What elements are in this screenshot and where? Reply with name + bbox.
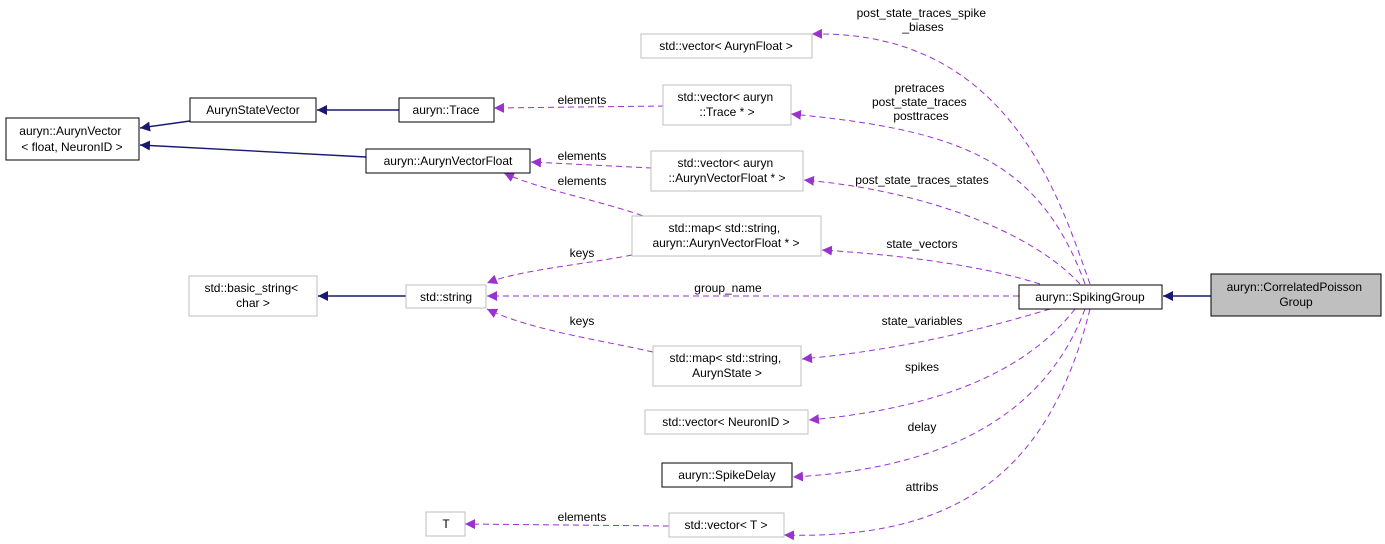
label-attribs: attribs: [906, 480, 939, 494]
edge-vec-t-to-t: [464, 519, 670, 530]
svg-text:auryn::Trace: auryn::Trace: [413, 103, 480, 117]
svg-text:std::map< std::string, a: std::map< std::string, auryn::AurynVecto…: [652, 221, 799, 250]
edge-map-state-to-string: [486, 308, 654, 353]
label-group-name: group_name: [694, 281, 762, 295]
label-post-state-traces-states: post_state_traces_states: [855, 173, 988, 187]
label-delay: delay: [908, 420, 937, 434]
edge-vec-avf-to-avf: [530, 157, 653, 169]
label-elements-map: elements: [558, 174, 607, 188]
node-map-auryn-vector-float: std::map< std::string, auryn::AurynVecto…: [631, 215, 822, 257]
label-state-vectors: state_vectors: [886, 237, 957, 251]
svg-text:AurynStateVector: AurynStateVector: [206, 103, 299, 117]
node-spike-delay[interactable]: auryn::SpikeDelay: [661, 462, 793, 488]
label-elements-t: elements: [558, 510, 607, 524]
svg-text:std::vector< NeuronID >: std::vector< NeuronID >: [662, 415, 789, 429]
edge-vec-trace-to-trace: [493, 102, 665, 113]
svg-text:std::string: std::string: [420, 290, 472, 304]
label-pretraces: pretraces post_state_traces posttraces: [872, 81, 970, 123]
node-vector-auryn-float: std::vector< AurynFloat >: [640, 33, 813, 59]
label-post-state-traces-spike-biases: post_state_traces_spike _biases: [857, 6, 990, 34]
label-elements-trace: elements: [558, 93, 607, 107]
node-trace[interactable]: auryn::Trace: [398, 97, 495, 123]
edge-spiking-to-spike-delay: [792, 308, 1086, 482]
node-basic-string: std::basic_string< char >: [188, 275, 318, 317]
svg-text:auryn::CorrelatedPoisson: auryn::CorrelatedPoisson Group: [1227, 280, 1366, 309]
svg-text:T: T: [442, 517, 450, 531]
label-keys-map-state: keys: [570, 314, 595, 328]
edge-spiking-to-vec-avf: [803, 175, 1081, 285]
edge-state-vector-to-auryn-vector: [139, 120, 191, 132]
label-spikes: spikes: [905, 360, 939, 374]
edge-spiking-to-vec-float: [811, 28, 1091, 285]
svg-text:std::basic_string< char: std::basic_string< char >: [204, 281, 301, 310]
node-t: T: [425, 511, 466, 537]
node-spiking-group[interactable]: auryn::SpikingGroup: [1018, 284, 1163, 310]
label-state-variables: state_variables: [882, 314, 963, 328]
svg-text:auryn::SpikeDelay: auryn::SpikeDelay: [678, 468, 775, 482]
svg-text:std::vector< T >: std::vector< T >: [685, 518, 768, 532]
node-correlated-poisson-group: auryn::CorrelatedPoisson Group: [1210, 273, 1382, 317]
svg-text:std::vector< auryn ::Aur: std::vector< auryn ::AurynVectorFloat * …: [668, 156, 785, 185]
node-auryn-vector-float[interactable]: auryn::AurynVectorFloat: [365, 148, 531, 174]
edge-map-avf-to-string: [486, 254, 633, 284]
svg-text:auryn::AurynVectorFloat: auryn::AurynVectorFloat: [384, 154, 513, 168]
node-std-string: std::string: [405, 284, 487, 309]
edge-spiking-to-vec-neuron: [808, 308, 1076, 425]
svg-text:std::vector< auryn ::Tra: std::vector< auryn ::Trace * >: [677, 90, 776, 119]
label-elements-avf: elements: [558, 149, 607, 163]
node-auryn-state-vector[interactable]: AurynStateVector: [189, 97, 317, 123]
edge-spiking-to-map-avf: [821, 245, 1041, 285]
node-vector-neuron-id: std::vector< NeuronID >: [644, 409, 809, 435]
svg-text:auryn::AurynVector < flo: auryn::AurynVector < float, NeuronID >: [19, 124, 124, 154]
node-auryn-vector[interactable]: auryn::AurynVector < float, NeuronID >: [5, 117, 140, 161]
node-vector-t: std::vector< T >: [668, 512, 785, 538]
node-vector-trace: std::vector< auryn ::Trace * >: [662, 84, 792, 126]
svg-text:std::vector< AurynFloat >: std::vector< AurynFloat >: [659, 39, 792, 53]
edge-spiking-to-vec-t: [783, 308, 1091, 541]
edge-avf-to-auryn-vector: [139, 140, 367, 158]
svg-text:std::map< std::string, A: std::map< std::string, AurynState >: [669, 351, 784, 380]
svg-text:auryn::SpikingGroup: auryn::SpikingGroup: [1035, 290, 1145, 304]
edge-map-avf-to-avf: [503, 172, 653, 220]
node-map-auryn-state: std::map< std::string, AurynState >: [652, 345, 802, 387]
edge-spiking-to-vec-trace: [790, 109, 1086, 285]
node-vector-auryn-vector-float: std::vector< auryn ::AurynVectorFloat * …: [650, 150, 804, 192]
label-keys-map-avf: keys: [570, 246, 595, 260]
